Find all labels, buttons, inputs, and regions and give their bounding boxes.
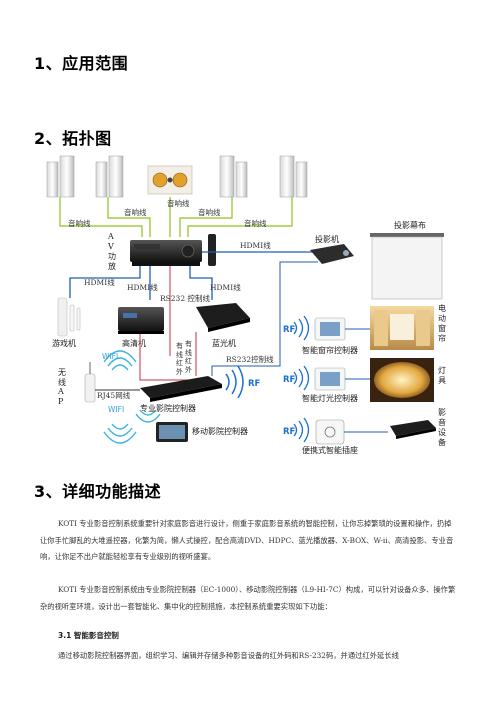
appliance-links <box>344 328 388 433</box>
wireless-ap <box>84 362 96 403</box>
bluray-label: 蓝光机 <box>212 338 236 348</box>
speaker-lines <box>59 197 293 237</box>
speaker-center <box>147 165 193 195</box>
projector-label: 投影机 <box>315 234 339 244</box>
wifi-label-bottom: WIFI <box>108 405 124 414</box>
paragraph-components: KOTI 专业影音控制系统由专业影院控制器（EC-1000）、移动影院控制器（L… <box>40 585 456 611</box>
hd-player <box>118 307 164 334</box>
ir-label-2-box: 有线红外 <box>185 340 192 374</box>
ir-label-1-box: 有线红外 <box>176 342 183 376</box>
speaker-line-label-left-top: 音响线 <box>124 207 147 217</box>
smart-socket-label: 便携式智能插座 <box>302 445 358 455</box>
rs232-line-projector <box>211 261 318 376</box>
rf-label-socket: RF <box>283 427 296 437</box>
speaker-line-label-right-top: 音响线 <box>198 207 221 217</box>
hdmi-projector-label: HDMI线 <box>240 240 271 250</box>
speaker-front-right <box>279 155 308 198</box>
ir-line-hd <box>139 334 198 381</box>
wifi-waves-bottom <box>103 409 161 444</box>
speaker-line-label-right: 音响线 <box>244 218 267 228</box>
mobile-controller-label: 移动影院控制器 <box>192 426 248 436</box>
hd-player-label: 高清机 <box>122 338 146 348</box>
rf-label-light: RF <box>283 375 296 385</box>
remote-control <box>208 234 216 266</box>
curtain-controller <box>314 317 346 341</box>
rf-waves-socket <box>293 417 310 443</box>
rf-label-curtain: RF <box>283 325 296 335</box>
av-equipment-label-box: 影音设备 <box>438 408 446 447</box>
rf-waves-main <box>225 365 244 399</box>
av-controller-label: 专业影院控制器 <box>140 403 196 413</box>
speaker-front-left <box>46 155 75 198</box>
bluray-player <box>196 303 250 332</box>
electric-curtain-label-box: 电动窗帘 <box>438 304 446 343</box>
rf-waves-curtain <box>293 315 310 341</box>
curtain-controller-label: 智能窗帘控制器 <box>302 345 358 355</box>
speaker-surround-left <box>95 155 124 198</box>
speaker-line-label-left: 音响线 <box>68 218 91 228</box>
speaker-surround-right <box>219 155 248 198</box>
light-controller-label: 智能灯光控制器 <box>302 393 358 403</box>
screen-label: 投影幕布 <box>394 220 426 230</box>
mobile-controller <box>156 422 188 442</box>
smart-socket <box>315 419 345 445</box>
av-amplifier-label-box: AV功放 <box>108 232 116 271</box>
wifi-label-top: WIFI <box>102 352 118 361</box>
paragraph-intro: KOTI 专业影音控制系统重要针对家庭影音进行设计，侧重于家庭影音系统的智能控制… <box>40 519 454 561</box>
topology-diagram: 音响线 音响线 音响线 音响线 音响线 AV功放 HDMI线 <box>46 155 446 455</box>
heading-function-description: 3、详细功能描述 <box>34 482 162 501</box>
wireless-ap-label-box: 无线AP <box>58 368 66 406</box>
subheading-smart-av-control: 3.1 智能影音控制 <box>58 631 119 640</box>
hdmi-lines-sources <box>69 266 213 300</box>
heading-topology: 2、拓扑图 <box>34 129 112 148</box>
paragraph-smart-av-control: 通过移动影院控制器界面，组织学习、编辑并存储多种影音设备的红外码和RS-232码… <box>58 651 399 660</box>
rs232-line-label: RS232控制线 <box>226 354 274 364</box>
speaker-line-label-center: 音响线 <box>167 198 190 208</box>
hdmi-bluray-label: HDMI线 <box>210 282 241 292</box>
hdmi-game-label: HDMI线 <box>84 277 115 287</box>
lamp-image <box>370 358 434 402</box>
projector <box>310 244 354 264</box>
rs232-control-label: RS232 控制线 <box>160 293 210 303</box>
hdmi-hd-label: HDMI线 <box>127 282 158 292</box>
game-console-label: 游戏机 <box>52 338 76 348</box>
light-controller <box>314 367 346 391</box>
game-console <box>57 297 81 337</box>
av-equipment-image <box>390 420 436 439</box>
lamp-label-box: 灯具 <box>438 366 446 385</box>
projection-screen <box>370 233 444 300</box>
wifi-waves-top <box>103 350 137 371</box>
rf-label-main: RF <box>248 379 261 389</box>
electric-curtain-image <box>370 306 434 350</box>
rj45-label: RJ45网线 <box>97 390 131 400</box>
heading-application-scope: 1、应用范围 <box>34 54 129 73</box>
av-controller <box>140 376 222 402</box>
rf-waves-light <box>293 365 310 391</box>
av-amplifier <box>130 240 202 266</box>
